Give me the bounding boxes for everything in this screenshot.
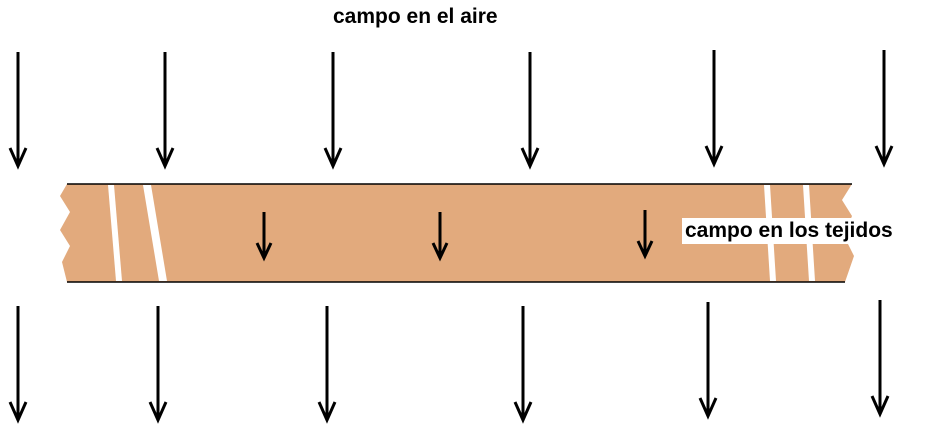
- down-arrow-icon: [870, 298, 890, 416]
- tissue-body: [60, 184, 854, 282]
- tissue-slab: [60, 183, 854, 283]
- down-arrow-icon: [704, 48, 724, 166]
- down-arrow-icon: [874, 48, 894, 166]
- down-arrow-icon: [317, 304, 337, 422]
- down-arrow-icon: [520, 50, 540, 168]
- down-arrow-icon: [513, 304, 533, 422]
- air-field-arrows-bottom: [8, 298, 890, 422]
- down-arrow-icon: [155, 50, 175, 168]
- air-field-label: campo en el aire: [333, 4, 498, 30]
- tissue-gap: [143, 185, 167, 281]
- down-arrow-icon: [698, 300, 718, 418]
- down-arrow-icon: [148, 304, 168, 422]
- down-arrow-icon: [323, 50, 343, 168]
- tissue-field-label: campo en los tejidos: [682, 218, 896, 244]
- tissue-gap: [108, 185, 122, 281]
- down-arrow-icon: [8, 304, 28, 422]
- down-arrow-icon: [8, 50, 28, 168]
- air-field-arrows-top: [8, 48, 894, 168]
